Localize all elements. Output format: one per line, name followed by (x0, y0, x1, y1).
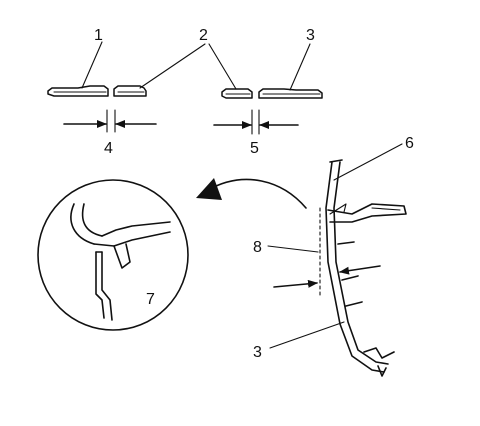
leaders-right (267, 143, 403, 349)
callout-3-bottom: 3 (253, 344, 262, 361)
callout-7: 7 (146, 291, 155, 308)
detail-circle (37, 179, 189, 331)
callout-6: 6 (405, 135, 414, 152)
callout-3-top: 3 (306, 27, 315, 44)
panel-pair-right (221, 88, 323, 99)
callout-1: 1 (94, 27, 103, 44)
callout-8: 8 (253, 239, 262, 256)
gap-dimension-5 (213, 109, 299, 135)
detail-arrowhead (196, 178, 222, 200)
detail-arrow (207, 178, 307, 209)
leaders-top (81, 41, 311, 91)
callout-5: 5 (250, 140, 259, 157)
callout-2: 2 (199, 27, 208, 44)
callout-4: 4 (104, 140, 113, 157)
right-component (273, 159, 407, 377)
panel-pair-left (47, 85, 147, 97)
gap-dimension-4 (63, 109, 157, 133)
